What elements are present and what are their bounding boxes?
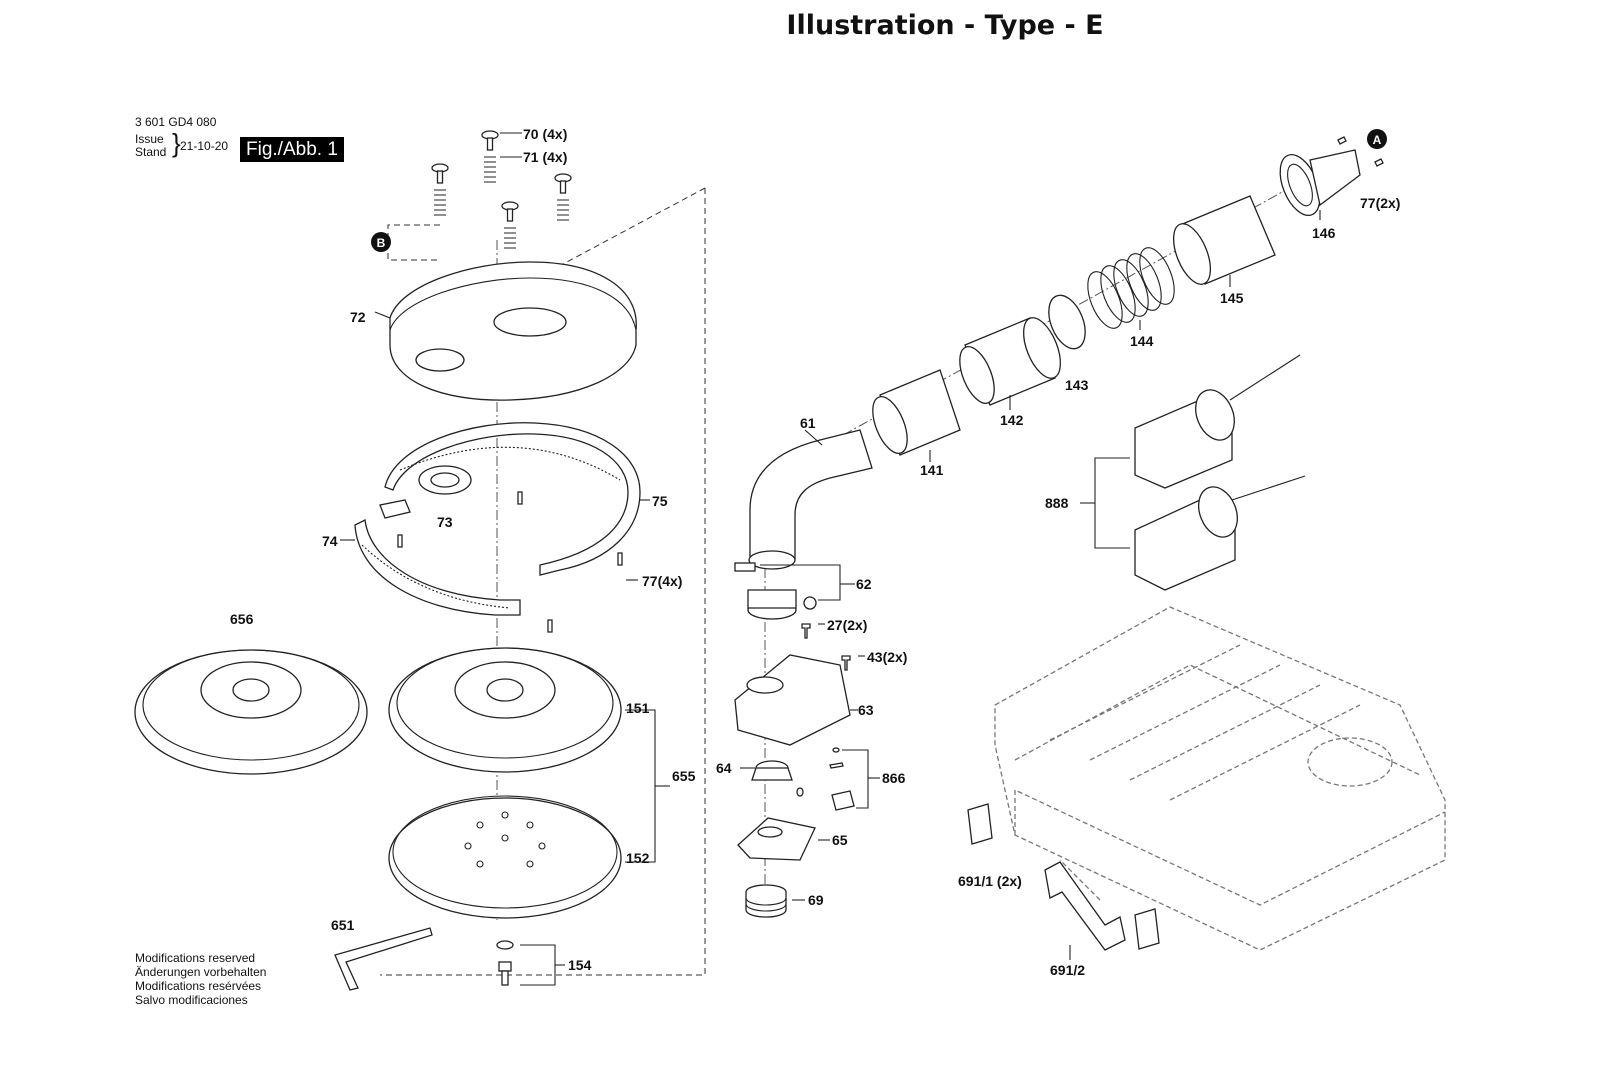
callout-63: 63 — [858, 702, 874, 718]
sanding-pad-part-656 — [134, 649, 368, 775]
callout-62: 62 — [856, 576, 872, 592]
screw-part — [554, 173, 572, 221]
modifications-line: Änderungen vorbehalten — [135, 965, 267, 979]
callout-77-4x: 77(4x) — [642, 573, 682, 589]
callout-691-1: 691/1 (2x) — [958, 873, 1022, 889]
sleeve-part-141 — [872, 369, 961, 462]
clamp-part-62 — [734, 562, 855, 620]
modifications-note: Modifications reserved Änderungen vorbeh… — [135, 951, 266, 1007]
base-plate-part-65 — [737, 817, 830, 861]
screw-spring-group — [431, 130, 572, 249]
small-parts-866 — [796, 747, 880, 811]
callout-151: 151 — [626, 700, 650, 716]
callout-71: 71 (4x) — [523, 149, 567, 165]
o-ring-part-143 — [1048, 294, 1086, 350]
callout-70: 70 (4x) — [523, 126, 567, 142]
adapter-part-888 — [1080, 354, 1306, 591]
modifications-line: Modifications resérvées — [135, 979, 262, 993]
callout-146: 146 — [1312, 225, 1336, 241]
issue-label: Issue — [135, 132, 164, 146]
screw-part — [431, 163, 449, 216]
callout-43: 43(2x) — [867, 649, 907, 665]
callout-144: 144 — [1130, 333, 1154, 349]
callout-154: 154 — [568, 957, 592, 973]
housing-part-63 — [734, 654, 858, 746]
screw-part — [501, 201, 519, 249]
sanding-pad-part-151 — [388, 647, 622, 773]
threaded-connector-part-69 — [745, 884, 805, 918]
small-screws-77 — [397, 491, 638, 633]
tube-part-142 — [959, 317, 1062, 410]
sleeve-part-145 — [1172, 195, 1276, 287]
separator-frame — [380, 188, 706, 976]
screw-part-70 — [481, 130, 499, 183]
callout-65: 65 — [832, 832, 848, 848]
callout-77-2x: 77(2x) — [1360, 195, 1400, 211]
screw-part-154 — [496, 940, 565, 986]
valve-part-64 — [740, 760, 793, 781]
elbow-hose-part-61 — [748, 429, 873, 570]
brace: } — [172, 128, 181, 158]
callout-72: 72 — [350, 309, 366, 325]
top-housing-part-72 — [374, 261, 637, 401]
callout-152: 152 — [626, 850, 650, 866]
callout-655: 655 — [672, 768, 696, 784]
figure-label: Fig./Abb. 1 — [240, 137, 344, 162]
sanding-disc-part-152 — [388, 795, 622, 919]
toothed-segment-part-74 — [340, 499, 521, 616]
callout-691-2: 691/2 — [1050, 962, 1085, 978]
bearing-part-73 — [418, 465, 472, 495]
handle-part-691-2 — [1044, 861, 1126, 951]
callout-27: 27(2x) — [827, 617, 867, 633]
marker-b-circle — [371, 232, 391, 252]
callout-64: 64 — [716, 760, 732, 776]
marker-a-circle — [1367, 129, 1387, 149]
page-title: Illustration - Type - E — [786, 10, 1104, 41]
callout-74: 74 — [322, 533, 338, 549]
model-number: 3 601 GD4 080 — [135, 115, 217, 129]
callout-143: 143 — [1065, 377, 1089, 393]
clip-parts-691-1 — [967, 803, 1160, 950]
callout-141: 141 — [920, 462, 944, 478]
carrying-case — [994, 606, 1446, 951]
stand-label: Stand — [135, 145, 167, 159]
modifications-line: Salvo modificaciones — [135, 993, 248, 1007]
callout-75: 75 — [652, 493, 668, 509]
callout-651: 651 — [331, 917, 355, 933]
bracket-655 — [625, 709, 656, 863]
callout-61: 61 — [800, 415, 816, 431]
coil-spring-part-144 — [1087, 247, 1175, 330]
callout-866: 866 — [882, 770, 906, 786]
marker-b: B — [377, 236, 386, 250]
screws-27-43 — [801, 623, 865, 671]
small-screws-77-top — [1337, 136, 1384, 167]
issue-date: 21-10-20 — [180, 139, 229, 153]
callout-73: 73 — [437, 514, 453, 530]
callout-656: 656 — [230, 611, 254, 627]
b-bracket — [387, 224, 440, 261]
modifications-line: Modifications reserved — [135, 951, 256, 965]
callout-145: 145 — [1220, 290, 1244, 306]
callout-888: 888 — [1045, 495, 1069, 511]
hex-key-part-651 — [334, 927, 433, 991]
toothed-ring-part-75 — [384, 422, 650, 576]
connector-part-146 — [1279, 149, 1361, 220]
callout-69: 69 — [808, 892, 824, 908]
callout-142: 142 — [1000, 412, 1024, 428]
marker-a: A — [1373, 133, 1382, 147]
